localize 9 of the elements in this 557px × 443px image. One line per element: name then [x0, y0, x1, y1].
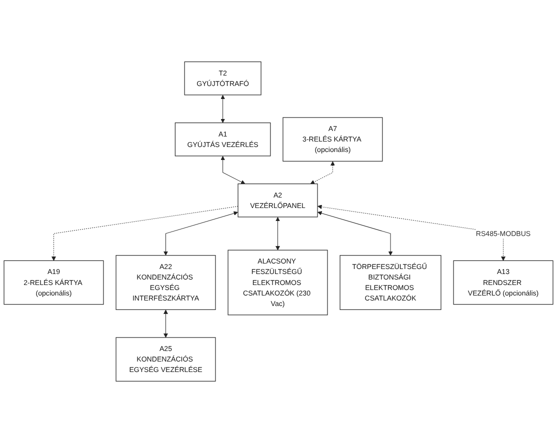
arrow — [164, 310, 168, 338]
arrow — [317, 204, 506, 261]
arrow — [276, 216, 280, 250]
arrow — [310, 161, 335, 184]
arrow — [52, 206, 238, 261]
arrow — [317, 211, 393, 256]
arrow — [220, 94, 226, 123]
arrow — [220, 156, 246, 184]
arrow — [164, 211, 238, 256]
